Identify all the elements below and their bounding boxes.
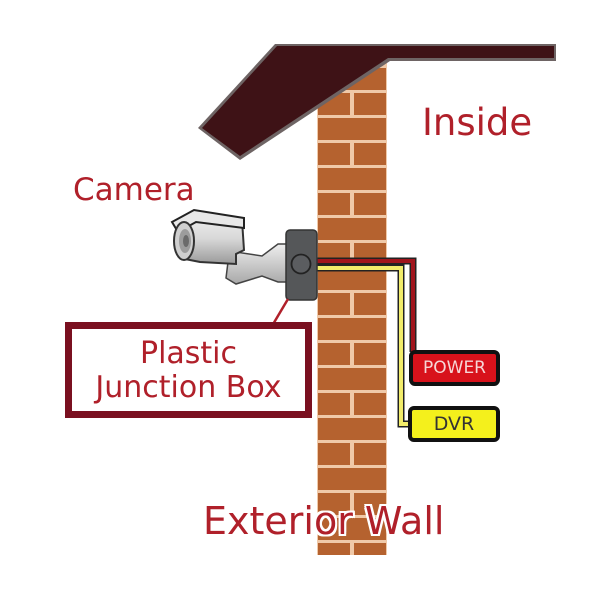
junction-box-label: Plastic Junction Box [72,337,305,405]
junction-box-label-line1: Plastic [139,336,238,371]
brick-wall [317,60,387,555]
exterior-wall-label: Exterior Wall [203,499,445,543]
wires [312,257,417,428]
power-tag: POWER [409,350,500,386]
inside-label: Inside [422,101,533,144]
bullet-camera-icon [170,208,291,285]
dvr-tag: DVR [408,406,500,442]
roof [198,44,556,160]
junction-box-icon [285,229,318,301]
junction-box-label-box: Plastic Junction Box [65,322,312,418]
camera-label: Camera [73,172,195,208]
junction-box-label-line2: Junction Box [95,370,282,405]
